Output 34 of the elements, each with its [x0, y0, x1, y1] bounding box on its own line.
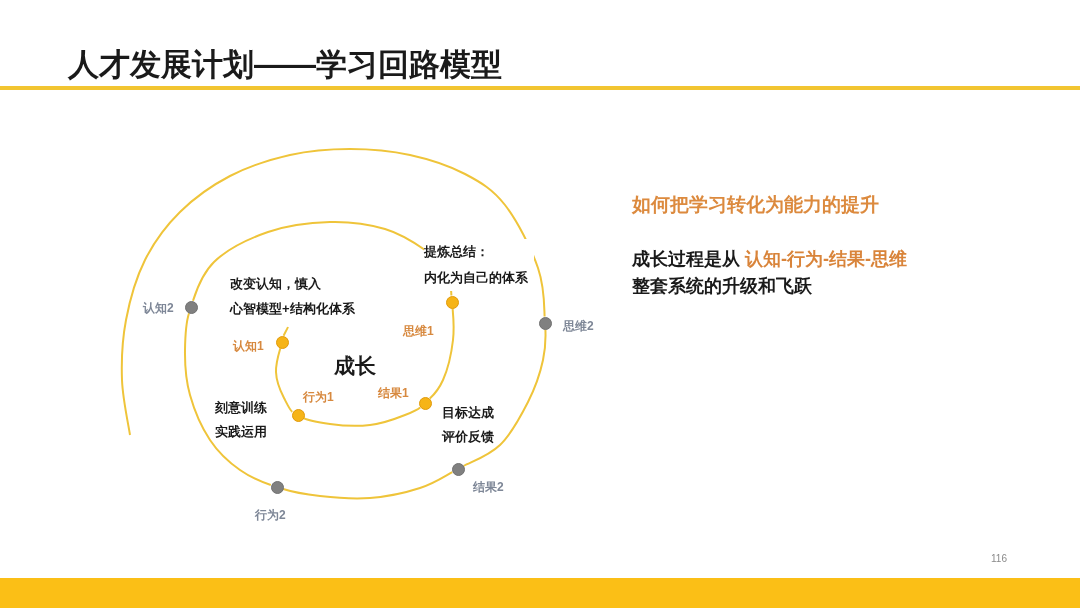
stage-label: 行为2: [255, 507, 286, 523]
stage-label: 认知2: [143, 300, 174, 316]
slide-title: 人才发展计划——学习回路模型: [68, 46, 502, 84]
page-number: 116: [991, 553, 1007, 565]
stage-dot: [291, 408, 305, 422]
spiral-line: [184, 312, 272, 486]
stage-dot: [538, 316, 552, 330]
annotation-text: 心智模型+结构化体系: [230, 300, 355, 318]
stage-dot: [270, 480, 284, 494]
annotation-text: 目标达成评价反馈: [442, 404, 495, 446]
annotation-text: 改变认知，慎入: [230, 275, 321, 293]
center-label: 成长: [334, 353, 376, 379]
stage-dot: [184, 300, 198, 314]
stage-label: 行为1: [303, 389, 334, 405]
stage-label: 认知1: [233, 338, 264, 354]
stage-label: 结果1: [378, 385, 409, 401]
stage-dot: [275, 335, 289, 349]
stage-dot: [451, 462, 465, 476]
spiral-line: [120, 148, 546, 436]
stage-label: 结果2: [473, 479, 504, 495]
spiral-line: [462, 328, 547, 467]
stage-label: 思维2: [563, 318, 594, 334]
panel-heading: 如何把学习转化为能力的提升: [632, 193, 879, 217]
spiral-line: [302, 406, 422, 427]
spiral-line: [428, 307, 455, 400]
spiral-line: [282, 471, 454, 500]
annotation-text: 提炼总结：内化为自己的体系: [424, 239, 534, 291]
spiral-line: [282, 326, 289, 337]
spiral-line: [275, 347, 294, 413]
panel-text: 成长过程是从 认知-行为-结果-思维整套系统的升级和飞跃: [632, 248, 908, 298]
stage-dot: [445, 295, 459, 309]
annotation-text: 刻意训练实践运用: [215, 399, 268, 441]
stage-dot: [418, 396, 432, 410]
stage-label: 思维1: [403, 323, 434, 339]
